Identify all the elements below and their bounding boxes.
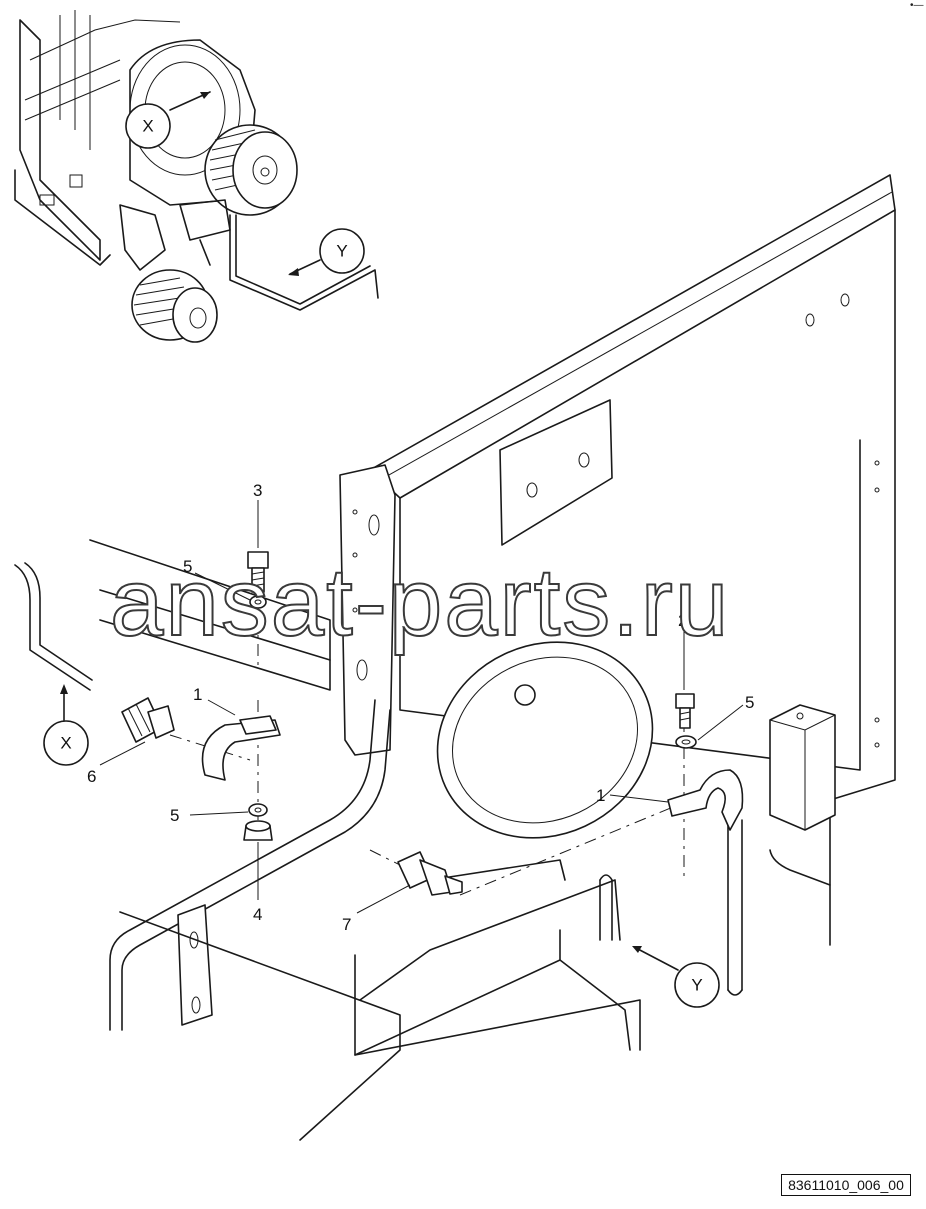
callout-part-7: 7	[342, 915, 351, 934]
engine-overview-illustration	[14, 10, 379, 343]
part-1-clamp-right	[667, 769, 744, 831]
view-marker-x-top: X	[142, 117, 153, 136]
part-2-bolt-right	[675, 693, 695, 729]
part-5-washer-right	[675, 735, 697, 749]
callout-part-5-upper-left: 5	[183, 557, 192, 576]
part-5-washer-lower-left	[248, 803, 268, 817]
callout-part-4: 4	[253, 905, 262, 924]
callout-part-3: 3	[253, 481, 262, 500]
callout-part-2: 2	[678, 611, 687, 630]
part-6-fitting	[121, 697, 175, 743]
callout-part-5-right: 5	[745, 693, 754, 712]
corner-mark: •—	[910, 0, 924, 11]
part-4-nut	[243, 820, 273, 841]
callout-part-5-lower-left: 5	[170, 806, 179, 825]
leader-lines	[60, 500, 744, 971]
callout-part-1-left: 1	[193, 685, 202, 704]
part-1-clamp-left	[201, 715, 281, 781]
part-3-bolt-left	[247, 551, 269, 593]
view-marker-y-top: Y	[336, 242, 347, 261]
view-marker-y-right-circle	[674, 962, 720, 1008]
drawing-number-label: 83611010_006_00	[781, 1174, 911, 1196]
callout-part-6: 6	[87, 767, 96, 786]
callout-part-1-right: 1	[596, 786, 605, 805]
part-5-washer-upper-left	[249, 595, 267, 609]
view-marker-x-left: X	[60, 734, 71, 753]
part-7-fitting	[397, 851, 463, 896]
watermark-text: ansat-parts.ru	[110, 549, 730, 656]
view-marker-x-left-circle	[43, 720, 89, 766]
view-marker-y-right: Y	[691, 976, 702, 995]
chassis-frame	[14, 174, 896, 1141]
